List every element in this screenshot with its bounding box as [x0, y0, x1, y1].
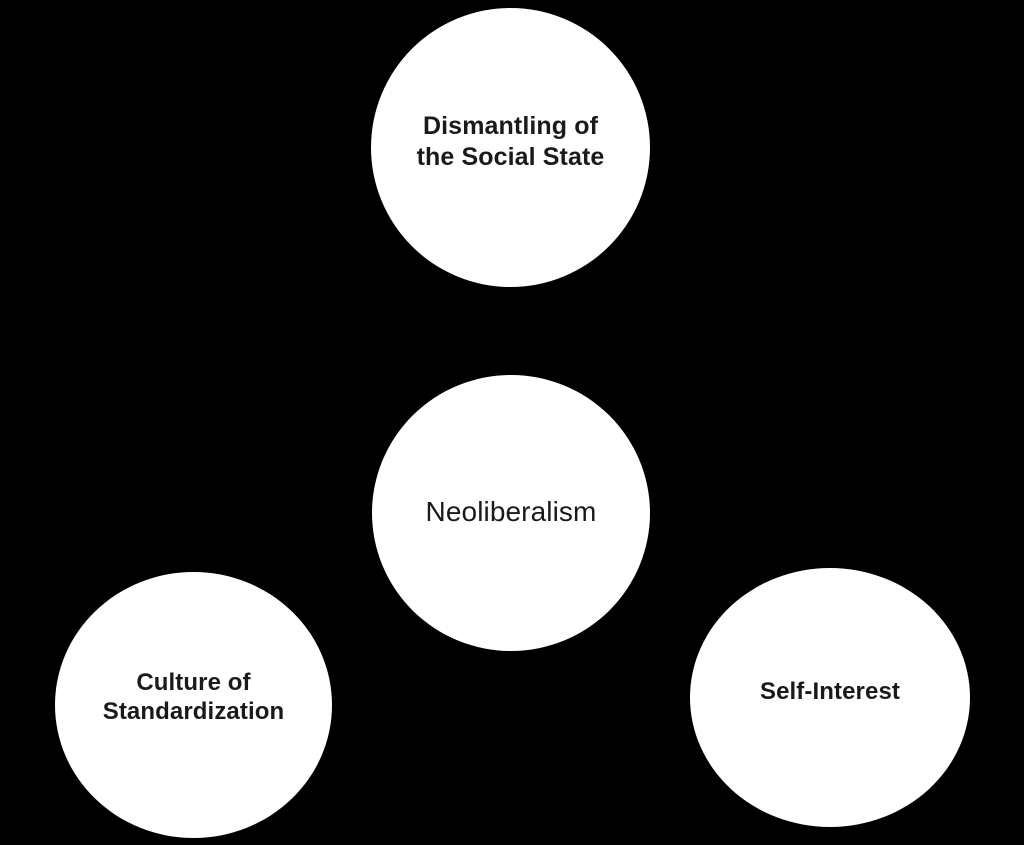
node-label: Dismantling of the Social State: [416, 112, 605, 171]
node-label: Culture of Standardization: [102, 668, 285, 725]
diagram-node-culture-of-standardization[interactable]: Culture of Standardization: [55, 572, 332, 838]
diagram-node-neoliberalism[interactable]: Neoliberalism: [372, 375, 650, 651]
node-label: Self-Interest: [759, 677, 900, 705]
diagram-node-self-interest[interactable]: Self-Interest: [690, 568, 970, 827]
node-label: Neoliberalism: [425, 495, 597, 527]
diagram-node-dismantling-of-the-social-state[interactable]: Dismantling of the Social State: [371, 8, 650, 287]
